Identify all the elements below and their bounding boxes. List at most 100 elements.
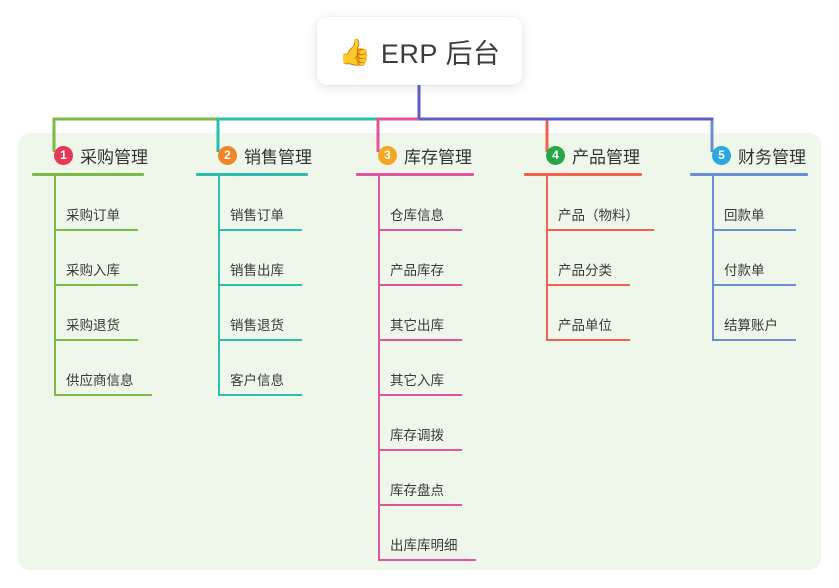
leaf-label: 付款单 [724, 263, 765, 278]
branch-column-4: 4 产品管理 产品（物料） 产品分类产品单位 [524, 143, 654, 341]
branch-column-2: 2 销售管理 销售订单销售出库销售退货客户信息 [196, 143, 312, 396]
leaf-label: 采购入库 [66, 263, 120, 278]
leaf-underline [378, 284, 462, 286]
leaf-node[interactable]: 出库库明细 [378, 506, 476, 561]
branch-header-4[interactable]: 4 产品管理 [524, 143, 642, 167]
branch-header-1[interactable]: 1 采购管理 [32, 143, 148, 167]
leaf-underline [378, 394, 462, 396]
branch-spine-2 [218, 176, 220, 396]
thumbs-up-icon: 👍 [338, 37, 371, 67]
leaf-label: 回款单 [724, 208, 765, 223]
leaf-node[interactable]: 其它出库 [378, 286, 474, 341]
branch-badge-1: 1 [54, 145, 73, 165]
branch-badge-4: 4 [546, 145, 565, 165]
leaf-underline [712, 339, 796, 341]
leaf-node[interactable]: 客户信息 [218, 341, 312, 396]
leaf-node[interactable]: 采购订单 [54, 176, 148, 231]
leaf-label: 产品库存 [390, 263, 444, 278]
root-title: ERP 后台 [380, 38, 501, 69]
leaf-node[interactable]: 销售退货 [218, 286, 312, 341]
leaf-label: 产品（物料） [558, 208, 639, 223]
leaf-node[interactable]: 供应商信息 [54, 341, 152, 396]
branch-underline-4 [524, 173, 642, 176]
leaf-underline [54, 394, 152, 396]
leaf-underline [54, 284, 138, 286]
branch-title-5: 财务管理 [738, 147, 806, 167]
leaf-node[interactable]: 销售订单 [218, 176, 312, 231]
leaf-node[interactable]: 库存调拨 [378, 396, 474, 451]
leaf-label: 出库库明细 [390, 538, 458, 553]
leaf-underline [378, 449, 462, 451]
leaf-label: 其它出库 [390, 318, 444, 333]
leaf-underline [546, 339, 630, 341]
leaf-underline [378, 229, 462, 231]
leaf-label: 销售出库 [230, 263, 284, 278]
leaf-label: 结算账户 [724, 318, 778, 333]
leaf-node[interactable]: 产品（物料） [546, 176, 654, 231]
leaf-node[interactable]: 回款单 [712, 176, 808, 231]
branch-title-1: 采购管理 [80, 147, 148, 167]
branch-items-3: 仓库信息产品库存其它出库其它入库库存调拨库存盘点出库库明细 [356, 176, 476, 561]
leaf-underline [218, 229, 302, 231]
leaf-label: 仓库信息 [390, 208, 444, 223]
branch-spine-5 [712, 176, 714, 341]
leaf-node[interactable]: 产品分类 [546, 231, 642, 286]
leaf-label: 采购退货 [66, 318, 120, 333]
leaf-label: 客户信息 [230, 373, 284, 388]
branch-column-1: 1 采购管理 采购订单采购入库采购退货供应商信息 [32, 143, 152, 396]
leaf-label: 产品单位 [558, 318, 612, 333]
leaf-label: 供应商信息 [66, 373, 134, 388]
branch-items-4: 产品（物料） 产品分类产品单位 [524, 176, 654, 341]
leaf-node[interactable]: 产品库存 [378, 231, 474, 286]
branch-column-5: 5 财务管理 回款单付款单结算账户 [690, 143, 808, 341]
leaf-underline [54, 339, 138, 341]
leaf-node[interactable]: 结算账户 [712, 286, 808, 341]
diagram-panel [18, 133, 821, 570]
branch-underline-5 [690, 173, 808, 176]
branch-badge-5: 5 [712, 145, 731, 165]
branch-underline-3 [356, 173, 474, 176]
branch-header-5[interactable]: 5 财务管理 [690, 143, 808, 167]
leaf-underline [712, 229, 796, 231]
branch-badge-3: 3 [378, 145, 397, 165]
branch-underline-1 [32, 173, 144, 176]
leaf-label: 销售订单 [230, 208, 284, 223]
leaf-underline [54, 229, 138, 231]
branch-underline-2 [196, 173, 308, 176]
leaf-underline [712, 284, 796, 286]
branch-items-2: 销售订单销售出库销售退货客户信息 [196, 176, 312, 396]
leaf-underline [378, 504, 462, 506]
leaf-underline [378, 559, 476, 561]
branch-column-3: 3 库存管理 仓库信息产品库存其它出库其它入库库存调拨库存盘点出库库明细 [356, 143, 476, 561]
leaf-label: 销售退货 [230, 318, 284, 333]
leaf-underline [218, 394, 302, 396]
root-node[interactable]: 👍 ERP 后台 [317, 17, 522, 85]
branch-items-1: 采购订单采购入库采购退货供应商信息 [32, 176, 152, 396]
leaf-node[interactable]: 产品单位 [546, 286, 642, 341]
leaf-underline [378, 339, 462, 341]
leaf-label: 采购订单 [66, 208, 120, 223]
branch-header-2[interactable]: 2 销售管理 [196, 143, 312, 167]
leaf-node[interactable]: 采购退货 [54, 286, 148, 341]
leaf-underline [546, 284, 630, 286]
branch-items-5: 回款单付款单结算账户 [690, 176, 808, 341]
leaf-label: 库存调拨 [390, 428, 444, 443]
branch-header-3[interactable]: 3 库存管理 [356, 143, 474, 167]
leaf-label: 产品分类 [558, 263, 612, 278]
leaf-underline [218, 339, 302, 341]
branch-spine-1 [54, 176, 56, 396]
leaf-node[interactable]: 库存盘点 [378, 451, 474, 506]
leaf-node[interactable]: 仓库信息 [378, 176, 474, 231]
leaf-node[interactable]: 销售出库 [218, 231, 312, 286]
branch-spine-3 [378, 176, 380, 561]
leaf-node[interactable]: 其它入库 [378, 341, 474, 396]
branch-title-3: 库存管理 [404, 147, 472, 167]
leaf-node[interactable]: 采购入库 [54, 231, 148, 286]
leaf-node[interactable]: 付款单 [712, 231, 808, 286]
leaf-label: 库存盘点 [390, 483, 444, 498]
branch-spine-4 [546, 176, 548, 341]
branch-title-4: 产品管理 [572, 147, 640, 167]
branch-badge-2: 2 [218, 145, 237, 165]
leaf-underline [218, 284, 302, 286]
